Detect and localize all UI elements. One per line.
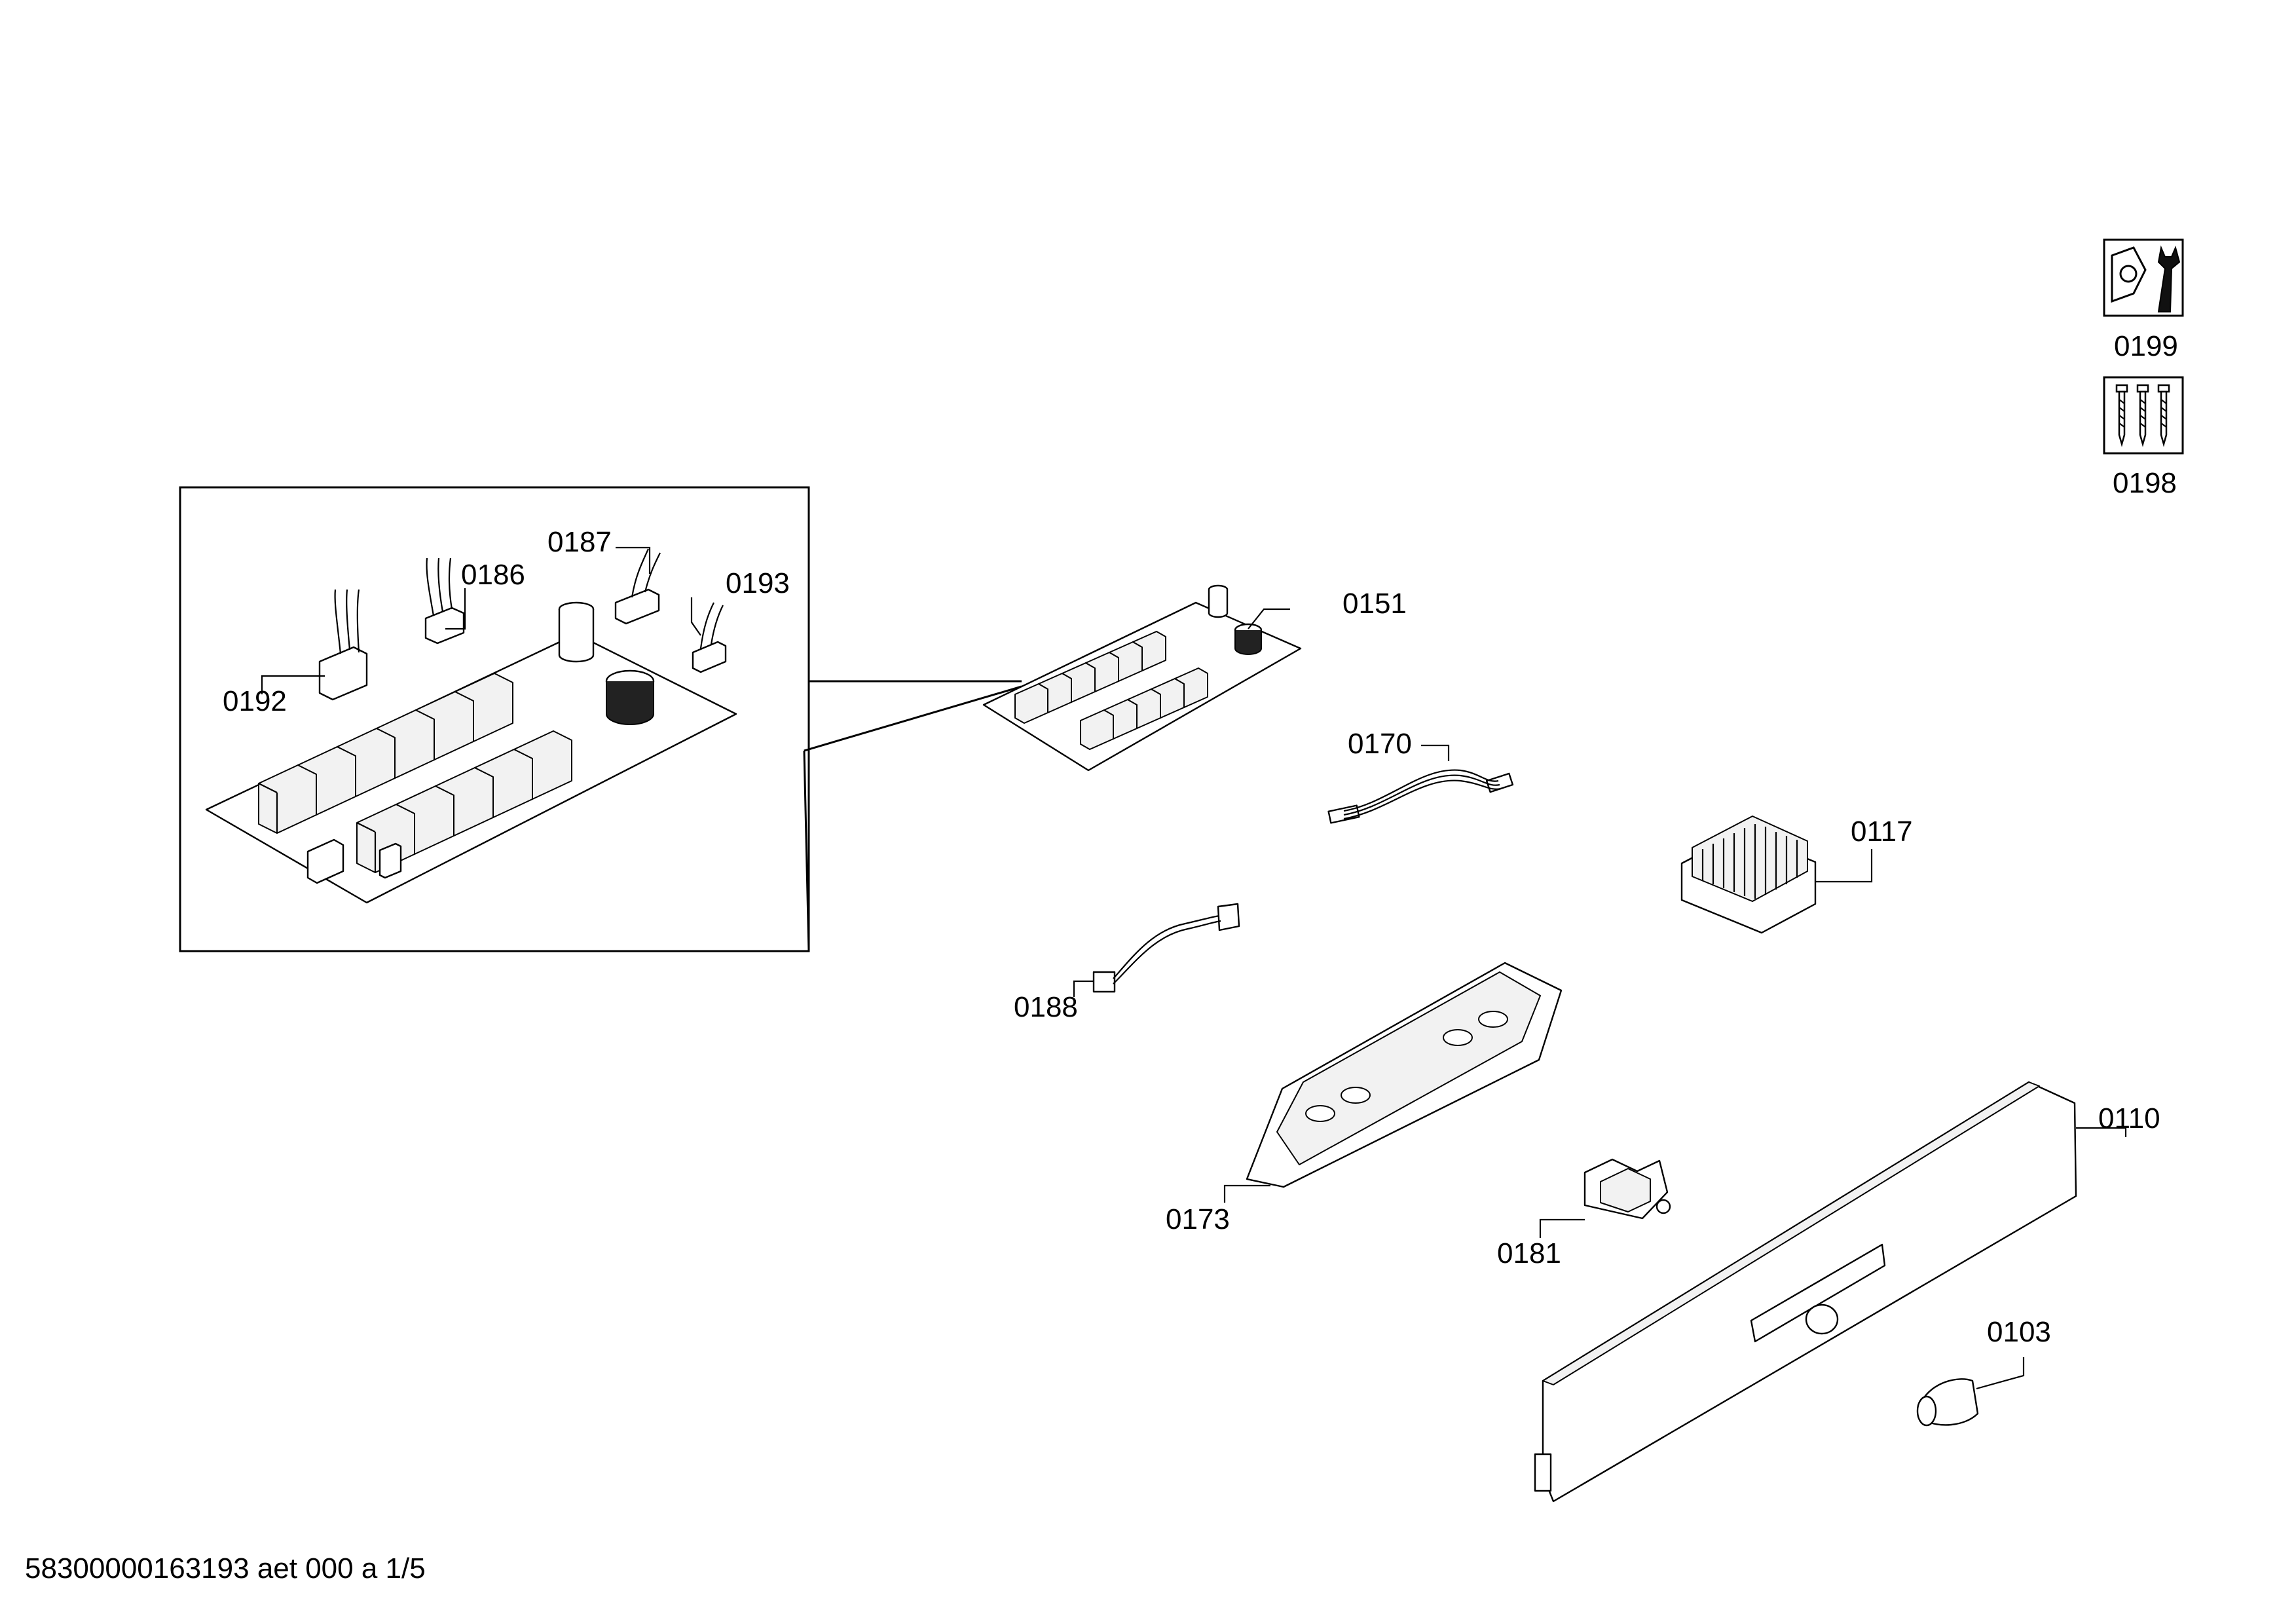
label-0151: 0151 [1342, 588, 1407, 620]
label-0117: 0117 [1851, 816, 1913, 848]
label-0103: 0103 [1987, 1316, 2051, 1348]
nut-and-wrench-icon [2103, 238, 2184, 317]
document-code: 58300000163193 aet 000 a 1/5 [25, 1552, 426, 1585]
label-0187: 0187 [547, 526, 612, 558]
heatsink [1680, 816, 1873, 934]
control-bracket [1223, 962, 1563, 1203]
label-0181: 0181 [1497, 1237, 1561, 1269]
label-0186: 0186 [461, 559, 525, 591]
label-0170: 0170 [1348, 728, 1412, 760]
screw-kit-label: 0198 [2113, 467, 2177, 499]
pcb-detail-view [179, 486, 1022, 952]
ribbon-cable [1327, 744, 1514, 824]
control-panel-front [1534, 1081, 2127, 1503]
screws-icon [2103, 376, 2184, 455]
label-0192: 0192 [223, 685, 287, 717]
rotary-switch [1539, 1158, 1671, 1238]
label-0193: 0193 [726, 567, 790, 599]
control-knob [1916, 1357, 2025, 1427]
label-0110: 0110 [2098, 1102, 2160, 1135]
label-0188: 0188 [1014, 991, 1078, 1023]
label-0173: 0173 [1166, 1203, 1230, 1235]
tool-kit-label: 0199 [2114, 330, 2178, 362]
main-circuit-board [982, 584, 1302, 772]
connector-cable [1073, 903, 1240, 997]
